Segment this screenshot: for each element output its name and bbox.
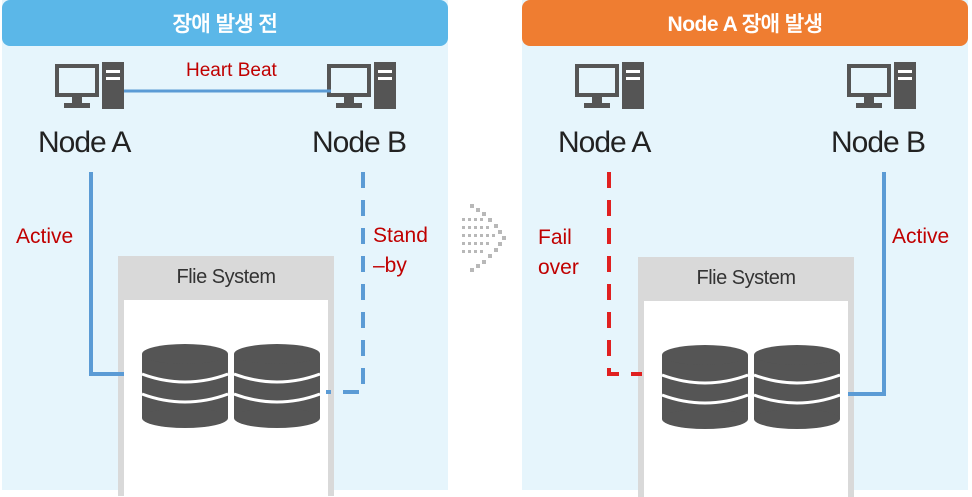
computer-icon bbox=[327, 62, 396, 109]
panel-after-failure: Node A 장애 발생 Node A Node B Fail over Act… bbox=[522, 0, 968, 497]
panel-title-after: Node A 장애 발생 bbox=[522, 0, 968, 46]
heartbeat-label: Heart Beat bbox=[186, 60, 277, 81]
database-icon bbox=[662, 345, 748, 429]
file-system-title: Flie System bbox=[696, 267, 796, 289]
failover-label: Fail over bbox=[538, 226, 579, 279]
database-icon bbox=[234, 344, 320, 428]
panel-before-failure: 장애 발생 전 Node A Node B Heart Beat Active … bbox=[2, 0, 448, 496]
transition-arrow-icon bbox=[462, 204, 506, 272]
node-a-label: Node A bbox=[38, 126, 131, 159]
file-system-storage bbox=[644, 301, 848, 497]
computer-icon bbox=[55, 62, 124, 109]
database-icon bbox=[754, 345, 840, 429]
node-a-label: Node A bbox=[558, 126, 651, 159]
file-system-box: Flie System bbox=[118, 256, 334, 496]
active-label: Active bbox=[892, 225, 950, 248]
database-icon bbox=[142, 344, 228, 428]
standby-label: Stand –by bbox=[373, 224, 428, 277]
node-b-label: Node B bbox=[312, 126, 407, 159]
file-system-title: Flie System bbox=[176, 266, 276, 288]
active-label: Active bbox=[16, 225, 74, 248]
file-system-box: Flie System bbox=[638, 257, 854, 497]
computer-icon bbox=[575, 62, 644, 109]
node-b-label: Node B bbox=[831, 126, 926, 159]
computer-icon bbox=[847, 62, 916, 109]
file-system-storage bbox=[124, 300, 328, 496]
panel-title-before: 장애 발생 전 bbox=[2, 0, 448, 46]
